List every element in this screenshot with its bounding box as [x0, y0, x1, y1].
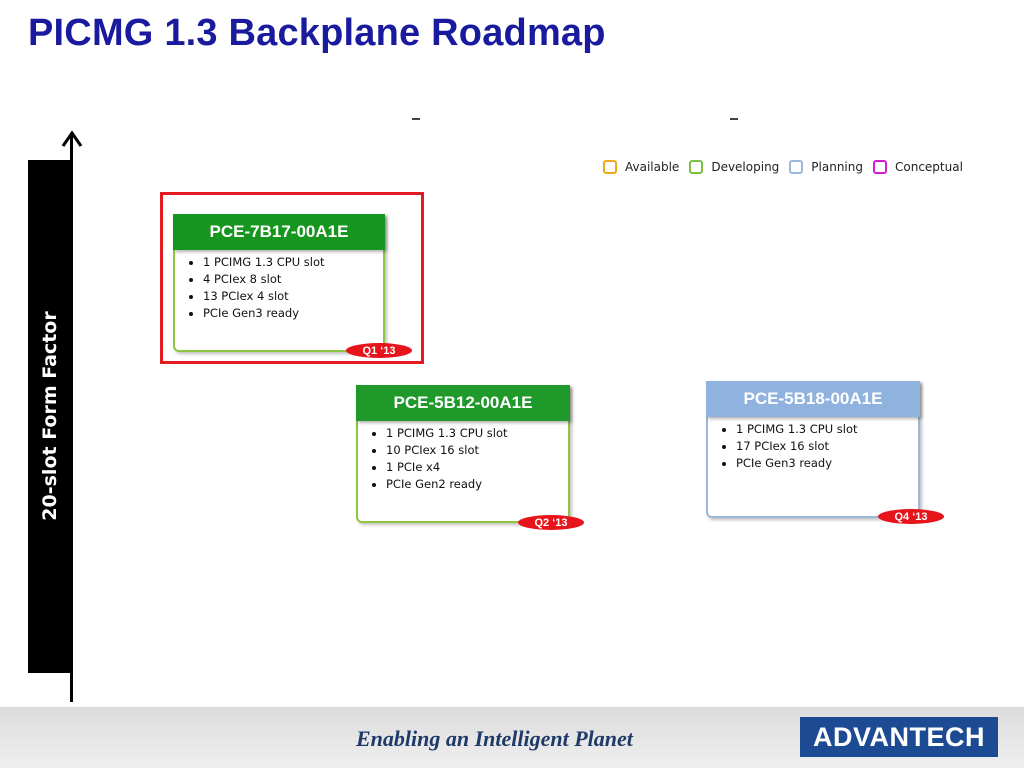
form-factor-label: 20-slot Form Factor	[39, 311, 61, 521]
release-badge: Q4 ‘13	[878, 509, 944, 524]
product-card-pce-5b12: PCE-5B12-00A1E 1 PCIMG 1.3 CPU slot 10 P…	[356, 385, 570, 523]
vertical-axis-line	[70, 136, 73, 702]
feature-item: 1 PCIe x4	[386, 459, 508, 476]
card-title: PCE-7B17-00A1E	[173, 214, 385, 250]
feature-item: 1 PCIMG 1.3 CPU slot	[736, 421, 858, 438]
header-dash-right	[730, 118, 738, 120]
card-title: PCE-5B18-00A1E	[706, 381, 920, 417]
feature-item: 1 PCIMG 1.3 CPU slot	[386, 425, 508, 442]
feature-item: PCIe Gen2 ready	[386, 476, 508, 493]
legend-label-conceptual: Conceptual	[895, 160, 963, 174]
feature-item: 1 PCIMG 1.3 CPU slot	[203, 254, 325, 271]
legend-swatch-available	[603, 160, 617, 174]
page-title: PICMG 1.3 Backplane Roadmap	[28, 12, 606, 54]
legend-label-available: Available	[625, 160, 680, 174]
card-title: PCE-5B12-00A1E	[356, 385, 570, 421]
legend-label-planning: Planning	[811, 160, 863, 174]
feature-list: 1 PCIMG 1.3 CPU slot 10 PCIex 16 slot 1 …	[372, 425, 508, 493]
legend-swatch-developing	[689, 160, 704, 174]
legend-item-planning: Planning	[789, 160, 863, 174]
feature-item: PCIe Gen3 ready	[203, 305, 325, 322]
highlight-frame	[160, 192, 424, 364]
axis-arrow-icon	[61, 130, 83, 147]
feature-list: 1 PCIMG 1.3 CPU slot 17 PCIex 16 slot PC…	[722, 421, 858, 472]
legend-item-available: Available	[603, 160, 679, 174]
feature-item: PCIe Gen3 ready	[736, 455, 858, 472]
release-badge: Q2 ‘13	[518, 515, 584, 530]
advantech-logo: ADVANTECH	[800, 717, 998, 757]
legend-swatch-conceptual	[873, 160, 887, 174]
product-card-pce-5b18: PCE-5B18-00A1E 1 PCIMG 1.3 CPU slot 17 P…	[706, 381, 920, 518]
feature-list: 1 PCIMG 1.3 CPU slot 4 PCIex 8 slot 13 P…	[189, 254, 325, 322]
form-factor-bar	[28, 160, 72, 673]
feature-item: 10 PCIex 16 slot	[386, 442, 508, 459]
legend-label-developing: Developing	[711, 160, 780, 174]
legend-item-developing: Developing	[689, 160, 779, 174]
feature-item: 13 PCIex 4 slot	[203, 288, 325, 305]
footer-tagline: Enabling an Intelligent Planet	[356, 726, 633, 751]
release-badge: Q1 ‘13	[346, 343, 412, 358]
feature-item: 4 PCIex 8 slot	[203, 271, 325, 288]
status-legend: Available Developing Planning Conceptual	[603, 160, 973, 174]
product-card-pce-7b17: PCE-7B17-00A1E 1 PCIMG 1.3 CPU slot 4 PC…	[173, 214, 385, 352]
legend-swatch-planning	[789, 160, 804, 174]
legend-item-conceptual: Conceptual	[873, 160, 963, 174]
header-dash-left	[412, 118, 420, 120]
feature-item: 17 PCIex 16 slot	[736, 438, 858, 455]
